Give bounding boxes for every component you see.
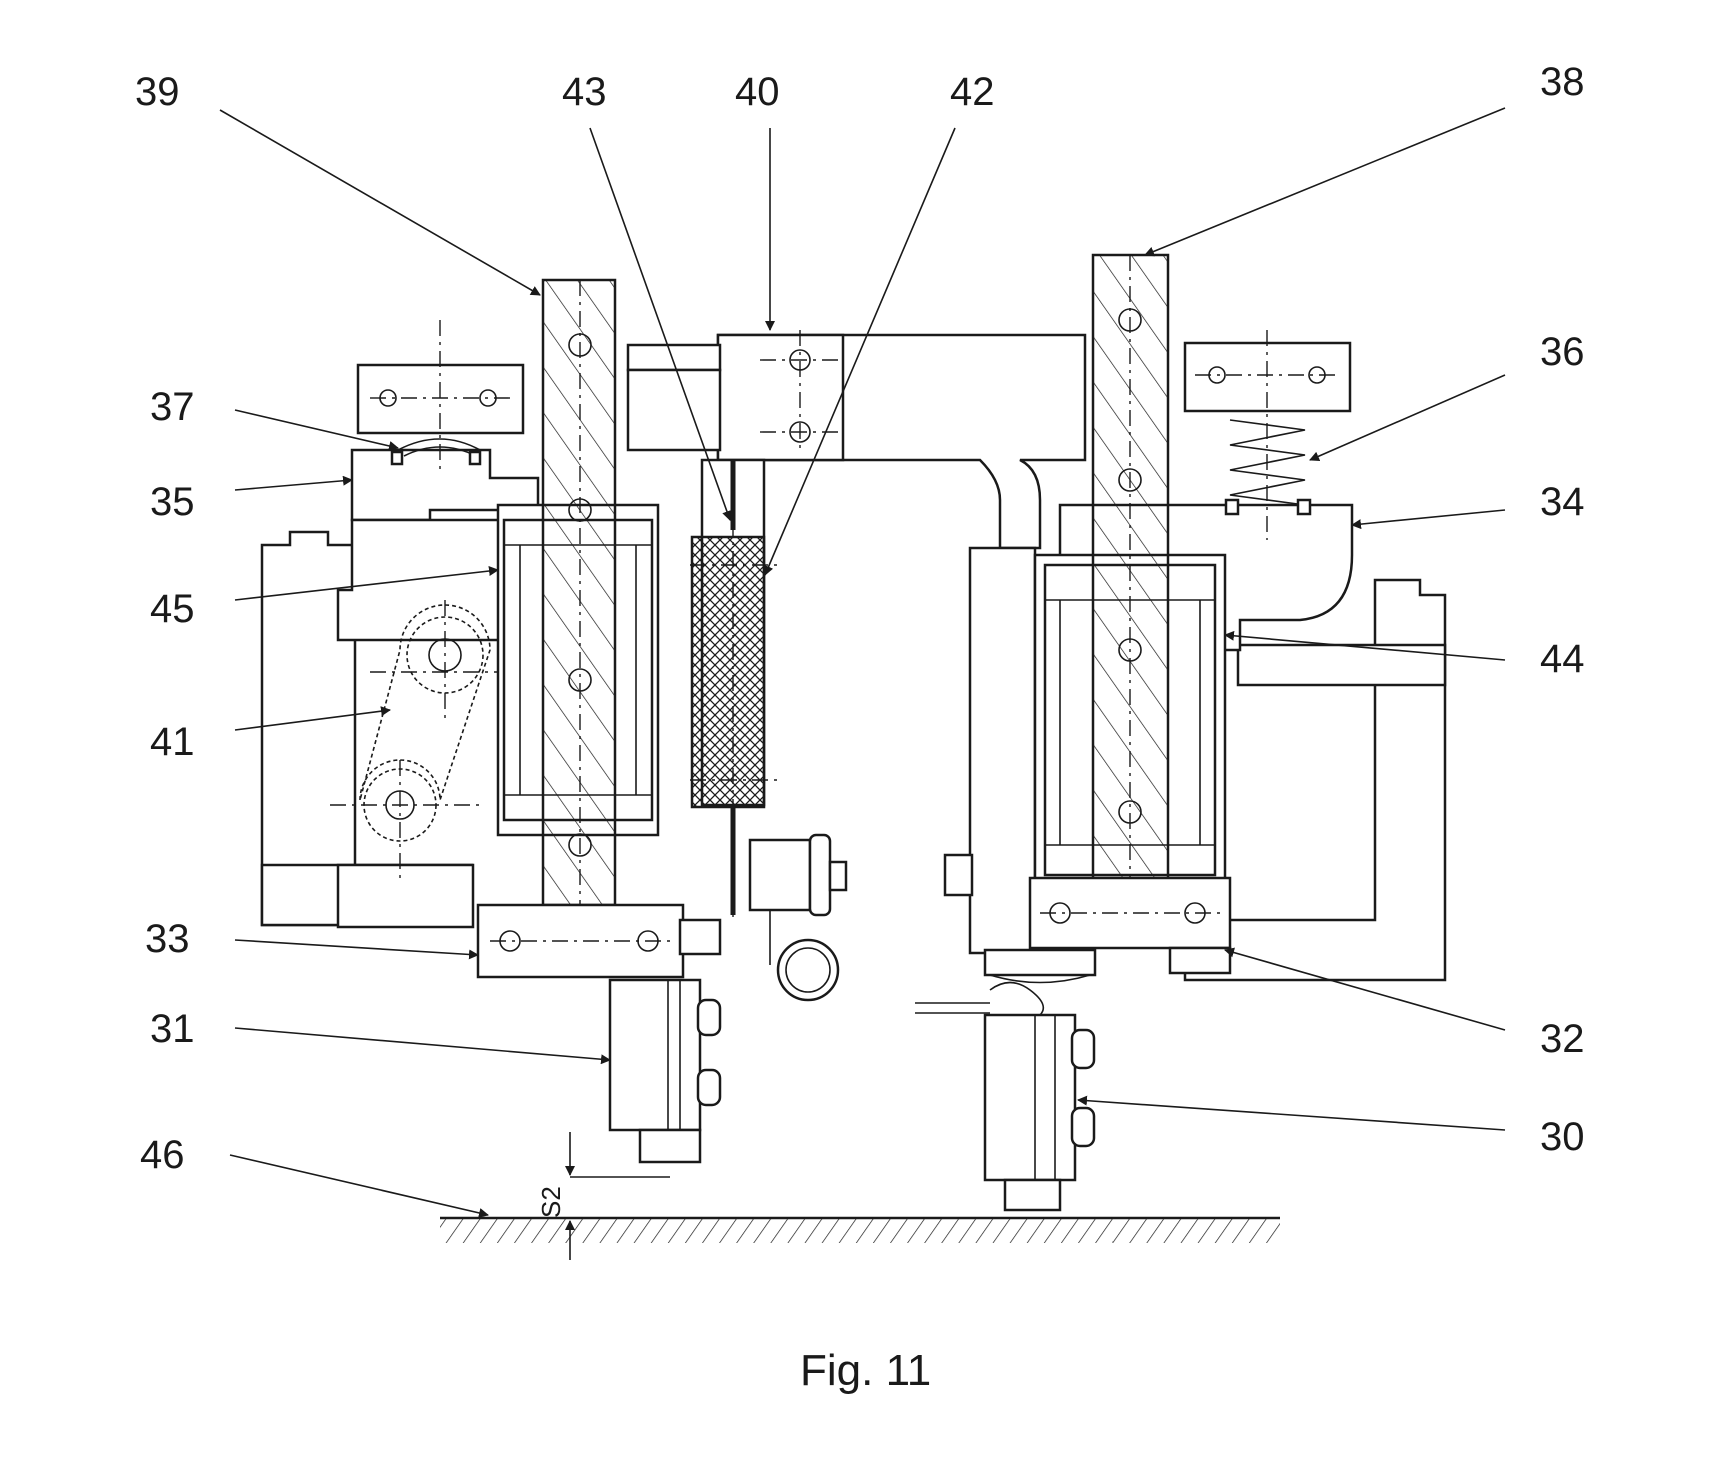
lever-41 [330,600,520,880]
ref-43: 43 [562,70,607,114]
ref-40: 40 [735,70,780,114]
ref-37: 37 [150,385,195,429]
element-42-43 [690,458,780,920]
arm-38 [1091,253,1170,897]
ref-30: 30 [1540,1115,1585,1159]
figure-caption: Fig. 11 [800,1346,931,1395]
ref-35: 35 [150,480,195,524]
bridge-40 [626,330,1087,550]
clamp-32 [1028,876,1232,975]
adjust-knob [748,833,848,1002]
ref-44: 44 [1540,637,1585,681]
spring-36 [1229,419,1306,506]
ref-46: 46 [140,1133,185,1177]
clamp-33 [476,903,722,979]
ref-45: 45 [150,587,195,631]
right-housing-block [1236,643,1447,687]
ground-46 [440,1216,1280,1243]
reference-numerals: 39 43 40 42 38 37 36 35 34 45 44 41 33 3… [135,60,1585,1177]
motor [968,546,1037,955]
right-assembly [915,253,1447,1212]
dimension-s2: S2 [536,1132,670,1260]
bridge-block [716,333,845,462]
left-assembly [260,278,722,1164]
ref-38: 38 [1540,60,1585,104]
ref-32: 32 [1540,1017,1585,1061]
s2-label: S2 [536,1186,566,1218]
ref-36: 36 [1540,330,1585,374]
head-31 [608,978,722,1164]
spring-plate-36 [1183,330,1352,540]
head-30 [915,981,1096,1212]
ref-41: 41 [150,720,195,764]
ref-39: 39 [135,70,180,114]
left-housing-block [336,863,475,929]
ref-33: 33 [145,917,190,961]
leader-lines [219,107,1506,1218]
ref-31: 31 [150,1007,195,1051]
ref-42: 42 [950,70,995,114]
arm-39 [541,278,617,907]
ref-34: 34 [1540,480,1585,524]
